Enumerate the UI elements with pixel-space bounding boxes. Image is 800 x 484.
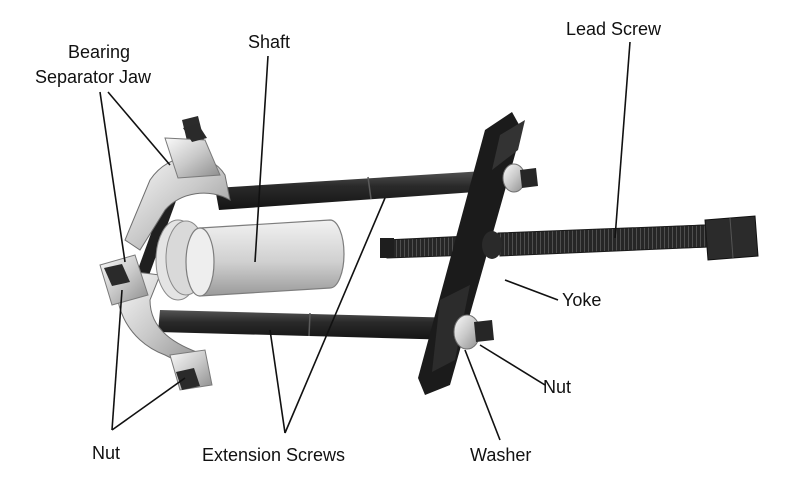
leader-extension-upper <box>284 197 386 434</box>
label-washer: Washer <box>470 445 531 465</box>
yoke-nut-upper <box>502 163 538 193</box>
lead-screw-front <box>482 224 708 259</box>
shaft-cylinder <box>185 219 345 297</box>
leader-nut-left-a <box>111 289 123 431</box>
leader-yoke <box>504 279 559 301</box>
separator-nuts <box>104 124 207 390</box>
leader-jaw-upper <box>107 91 171 166</box>
leader-lead-screw <box>614 41 631 239</box>
leader-nut-left-b <box>111 377 186 431</box>
yoke-plate <box>418 112 525 395</box>
label-bearing-line1: Bearing <box>68 42 130 62</box>
lower-extension-screw <box>158 310 460 340</box>
yoke-nut-lower <box>453 314 494 350</box>
upper-extension-screw <box>215 170 504 210</box>
label-bearing-line2: Separator Jaw <box>35 67 152 87</box>
leader-extension-lower <box>269 329 286 434</box>
label-extension-screws: Extension Screws <box>202 445 345 465</box>
leader-jaw-lower <box>99 91 126 263</box>
leader-nut-right <box>479 344 546 386</box>
label-nut-right: Nut <box>543 377 571 397</box>
label-shaft: Shaft <box>248 32 290 52</box>
leader-washer <box>464 349 501 441</box>
label-nut-left: Nut <box>92 443 120 463</box>
label-lead-screw: Lead Screw <box>566 19 662 39</box>
leader-shaft <box>254 55 269 263</box>
label-yoke: Yoke <box>562 290 601 310</box>
leader-lines <box>99 41 631 441</box>
